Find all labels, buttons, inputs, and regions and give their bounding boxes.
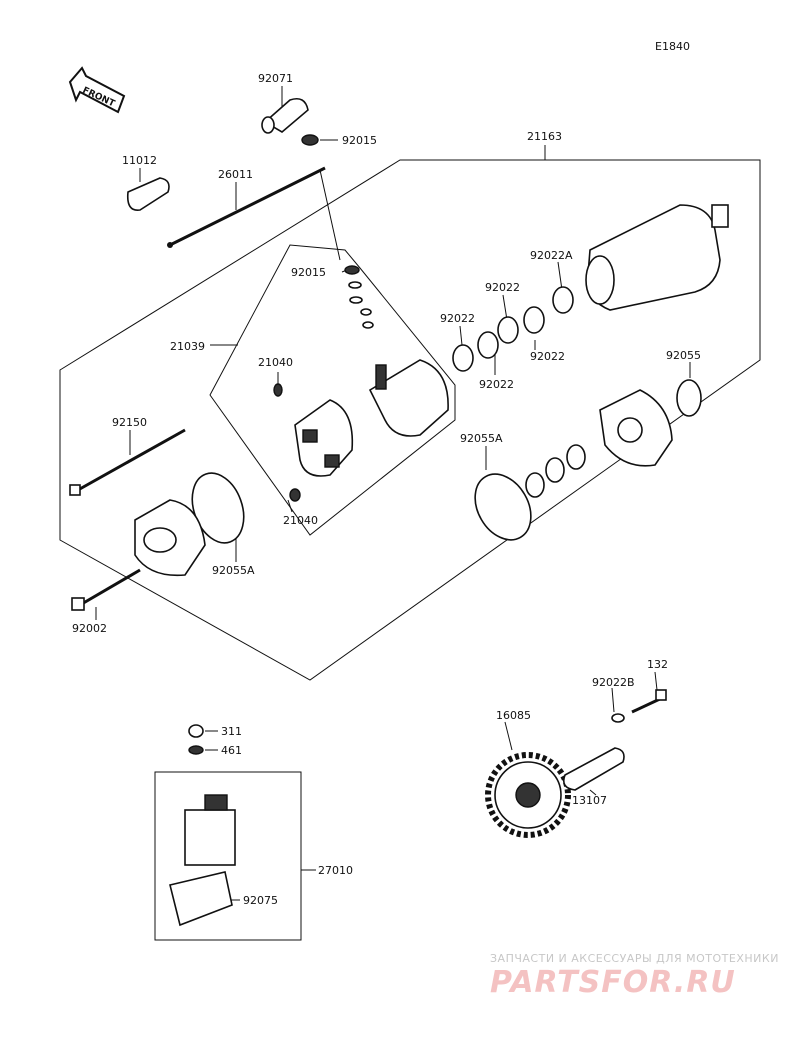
washers-92022-icon [452, 306, 545, 372]
label-21163: 21163 [527, 130, 562, 143]
spring-21040-bot-icon [289, 488, 301, 502]
terminal-cap-92071-icon [261, 97, 309, 134]
brush-holder-icon [294, 399, 354, 477]
label-92002: 92002 [72, 622, 107, 635]
label-92022A: 92022A [530, 249, 573, 262]
label-311: 311 [221, 725, 242, 738]
label-92055A-left: 92055A [212, 564, 255, 577]
bolt-92002-icon [71, 568, 141, 611]
washer-stack-icon [344, 265, 374, 329]
washers-small-icon [525, 444, 586, 498]
brush-assembly-outline [209, 244, 456, 536]
oring-92055-icon [676, 379, 702, 417]
label-92150: 92150 [112, 416, 147, 429]
label-21039: 21039 [170, 340, 205, 353]
relay-icon [184, 794, 236, 866]
label-13107: 13107 [572, 794, 607, 807]
label-92015-top: 92015 [342, 134, 377, 147]
nut-311-icon [188, 724, 204, 738]
cap-11012-icon [126, 177, 170, 211]
label-26011: 26011 [218, 168, 253, 181]
label-92055A-right: 92055A [460, 432, 503, 445]
label-92022-d: 92022 [479, 378, 514, 391]
front-arrow-icon: FRONT [68, 66, 126, 114]
oring-92055A-right-icon [474, 473, 532, 541]
watermark-tagline: ЗАПЧАСТИ И АКСЕССУАРЫ ДЛЯ МОТОТЕХНИКИ [490, 952, 779, 965]
brush-plate-icon [368, 359, 449, 437]
label-11012: 11012 [122, 154, 157, 167]
cable-26011-icon [167, 166, 326, 248]
label-92071: 92071 [258, 72, 293, 85]
nut-92015-top-icon [301, 134, 319, 146]
relay-outline [154, 771, 302, 941]
label-92075: 92075 [243, 894, 278, 907]
label-27010: 27010 [318, 864, 353, 877]
relay-cover-92075-icon [169, 871, 233, 927]
leader-lines [95, 86, 691, 901]
label-92055: 92055 [666, 349, 701, 362]
part-labels: 92071 92015 21163 11012 26011 92015 9202… [72, 72, 701, 907]
bolt-132-icon [631, 689, 667, 714]
label-92022-c: 92022 [530, 350, 565, 363]
label-461: 461 [221, 744, 242, 757]
washer-92022A-icon [552, 286, 574, 314]
watermark-brand: PARTSFOR.RU [490, 965, 736, 1000]
shaft-13107-icon [562, 747, 625, 791]
label-21040-top: 21040 [258, 356, 293, 369]
label-92022-b: 92022 [440, 312, 475, 325]
front-cover-icon [134, 499, 206, 577]
washer-461-icon [188, 745, 204, 755]
rear-cover-icon [599, 389, 673, 467]
washer-92022B-icon [611, 713, 625, 723]
label-92022-a: 92022 [485, 281, 520, 294]
motor-yoke-icon [585, 204, 729, 311]
gear-16085-icon [485, 752, 571, 838]
assembly-outline [59, 159, 761, 681]
bolt-92150-icon [69, 428, 186, 496]
label-92015-mid: 92015 [291, 266, 326, 279]
spring-21040-top-icon [273, 383, 283, 397]
label-21040-bot: 21040 [283, 514, 318, 527]
label-16085: 16085 [496, 709, 531, 722]
watermark: ЗАПЧАСТИ И АКСЕССУАРЫ ДЛЯ МОТОТЕХНИКИ PA… [490, 952, 779, 1000]
label-132: 132 [647, 658, 668, 671]
diagram-code: E1840 [655, 40, 690, 53]
label-92022B: 92022B [592, 676, 635, 689]
